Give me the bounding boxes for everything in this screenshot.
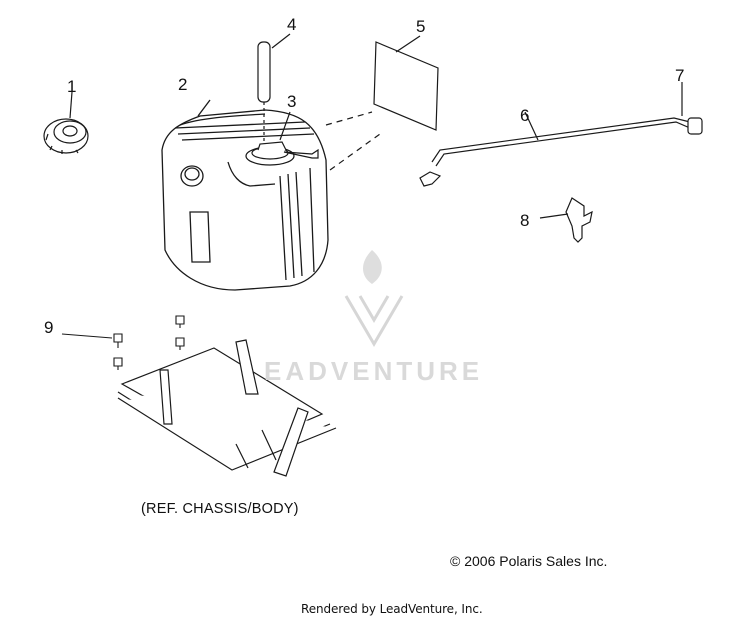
copyright-text: © 2006 Polaris Sales Inc. [450,553,608,569]
fuel-cap-part [44,92,88,154]
fuel-line-part [420,82,702,186]
chassis-reference [118,340,336,476]
callout-7: 7 [675,66,685,85]
fuel-tank-part [162,100,328,290]
callout-5: 5 [416,17,426,36]
callout-6: 6 [520,106,530,125]
vent-tube-part [258,34,290,144]
callout-4: 4 [287,15,297,34]
callout-9: 9 [44,318,54,337]
watermark-text: EADVENTURE [264,356,484,386]
rendered-by-text: Rendered by LeadVenture, Inc. [301,602,483,616]
callout-2: 2 [178,75,188,94]
decal-part [374,36,438,130]
clamp-part [540,198,592,242]
callout-1: 1 [67,77,77,96]
fuel-sender-part [246,112,380,170]
chassis-reference-caption: (REF. CHASSIS/BODY) [141,501,299,517]
bolts-part [62,316,184,370]
leadventure-watermark-logo [346,250,402,344]
callout-3: 3 [287,92,297,111]
callout-8: 8 [520,211,530,230]
